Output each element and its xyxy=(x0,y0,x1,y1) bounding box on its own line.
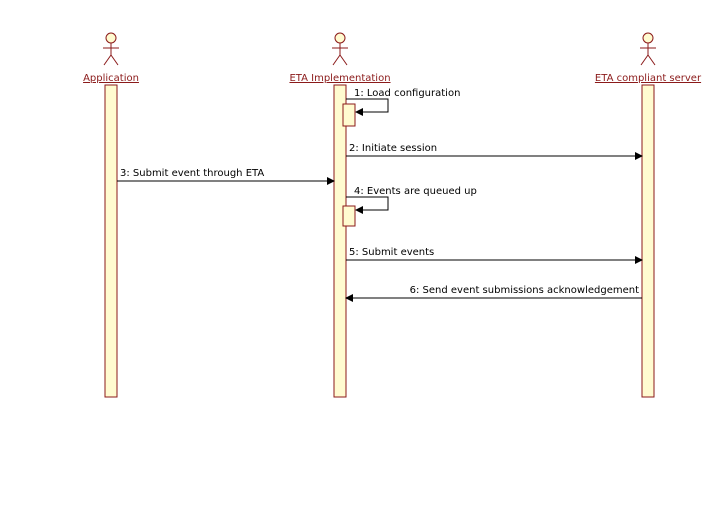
actor-name-eta[interactable]: ETA Implementation xyxy=(289,73,390,84)
actor-icon xyxy=(103,32,119,66)
self-call-arrow xyxy=(346,196,389,214)
message-2: 2: Initiate session xyxy=(346,143,643,160)
activation-box xyxy=(342,103,356,127)
message-label: 3: Submit event through ETA xyxy=(120,168,264,179)
self-call-arrow xyxy=(346,98,389,116)
actor-eta: ETA Implementation xyxy=(289,32,391,398)
message-5: 5: Submit events xyxy=(346,247,643,264)
activation-box xyxy=(342,205,356,227)
actor-name-app[interactable]: Application xyxy=(83,73,139,84)
message-label: 6: Send event submissions acknowledgemen… xyxy=(410,285,639,296)
actor-name-srv[interactable]: ETA compliant server xyxy=(595,73,702,84)
message-label: 5: Submit events xyxy=(349,247,434,258)
actor-icon xyxy=(332,32,348,66)
actor-app: Application xyxy=(83,32,139,398)
message-label: 4: Events are queued up xyxy=(354,186,477,197)
message-6: 6: Send event submissions acknowledgemen… xyxy=(345,285,642,302)
lifeline-srv xyxy=(641,84,655,398)
message-label: 1: Load configuration xyxy=(354,88,460,99)
actor-srv: ETA compliant server xyxy=(595,32,702,398)
lifeline-eta xyxy=(333,84,347,398)
message-label: 2: Initiate session xyxy=(349,143,437,154)
message-1: 1: Load configuration xyxy=(342,88,460,127)
message-3: 3: Submit event through ETA xyxy=(117,168,335,185)
message-4: 4: Events are queued up xyxy=(342,186,477,227)
actor-icon xyxy=(640,32,656,66)
lifeline-app xyxy=(104,84,118,398)
